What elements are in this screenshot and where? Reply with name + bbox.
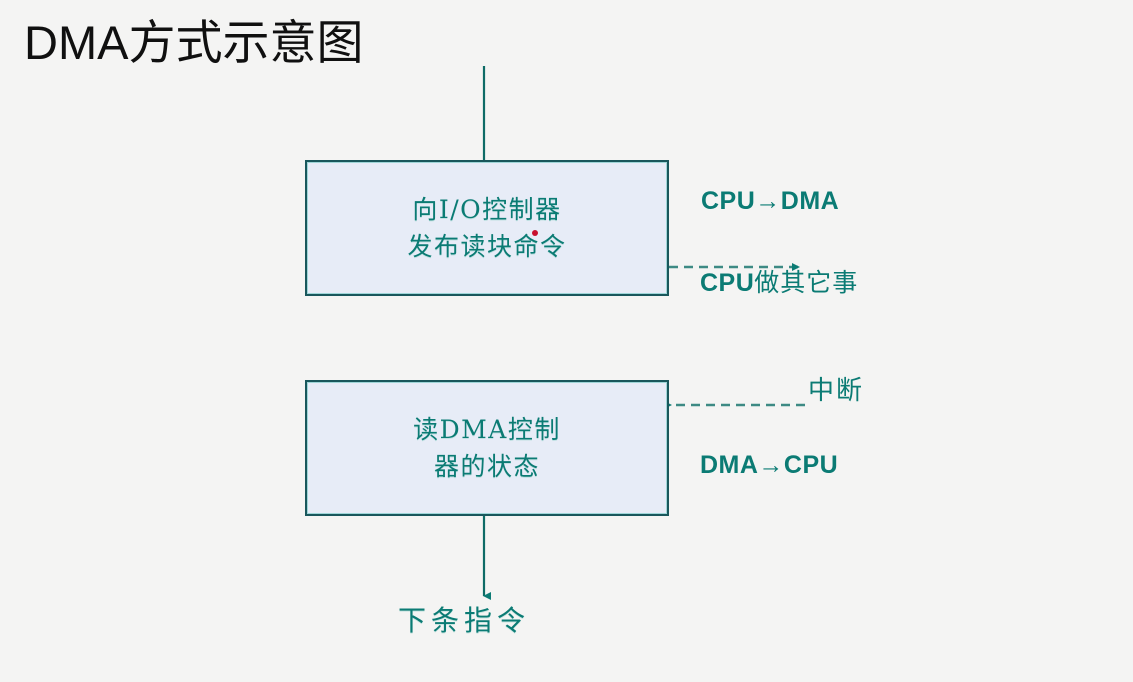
annotation-dma-to-cpu: DMA→CPU — [700, 451, 839, 479]
page-title: DMA方式示意图 — [24, 16, 364, 69]
annotation-interrupt: 中断 — [808, 376, 865, 406]
terminal-next-instruction: 下条指令 — [398, 604, 531, 637]
process-box-read-command[interactable]: 向I/O控制器 发布读块命令 — [305, 160, 669, 296]
process-box-read-status-line-2: 器的状态 — [433, 452, 540, 481]
red-marker-dot — [532, 230, 538, 236]
process-box-read-command-line-2: 发布读块命令 — [407, 232, 567, 261]
annotation-cpu-other-latin: CPU — [700, 269, 755, 297]
process-box-read-status[interactable]: 读DMA控制 器的状态 — [305, 380, 669, 516]
annotation-cpu-does-other-work: CPU做其它事 — [700, 268, 858, 298]
process-box-read-status-line-1: 读DMA控制 — [413, 415, 561, 444]
annotation-cpu-to-dma: CPU→DMA — [701, 187, 840, 215]
annotation-cpu-other-cjk: 做其它事 — [754, 268, 859, 297]
process-box-read-command-line-1: 向I/O控制器 — [412, 195, 562, 224]
